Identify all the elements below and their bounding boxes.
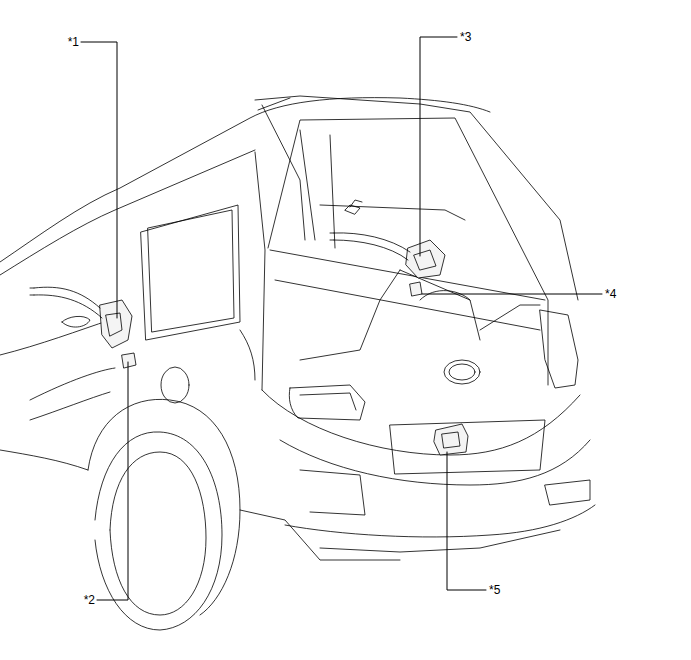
- leader-lines: [81, 37, 602, 600]
- callout-number: *2: [83, 593, 96, 607]
- callout-number: *3: [459, 30, 472, 44]
- callout-number: *1: [67, 35, 80, 49]
- callout-number: *4: [604, 287, 617, 301]
- callout-number: *5: [488, 583, 501, 597]
